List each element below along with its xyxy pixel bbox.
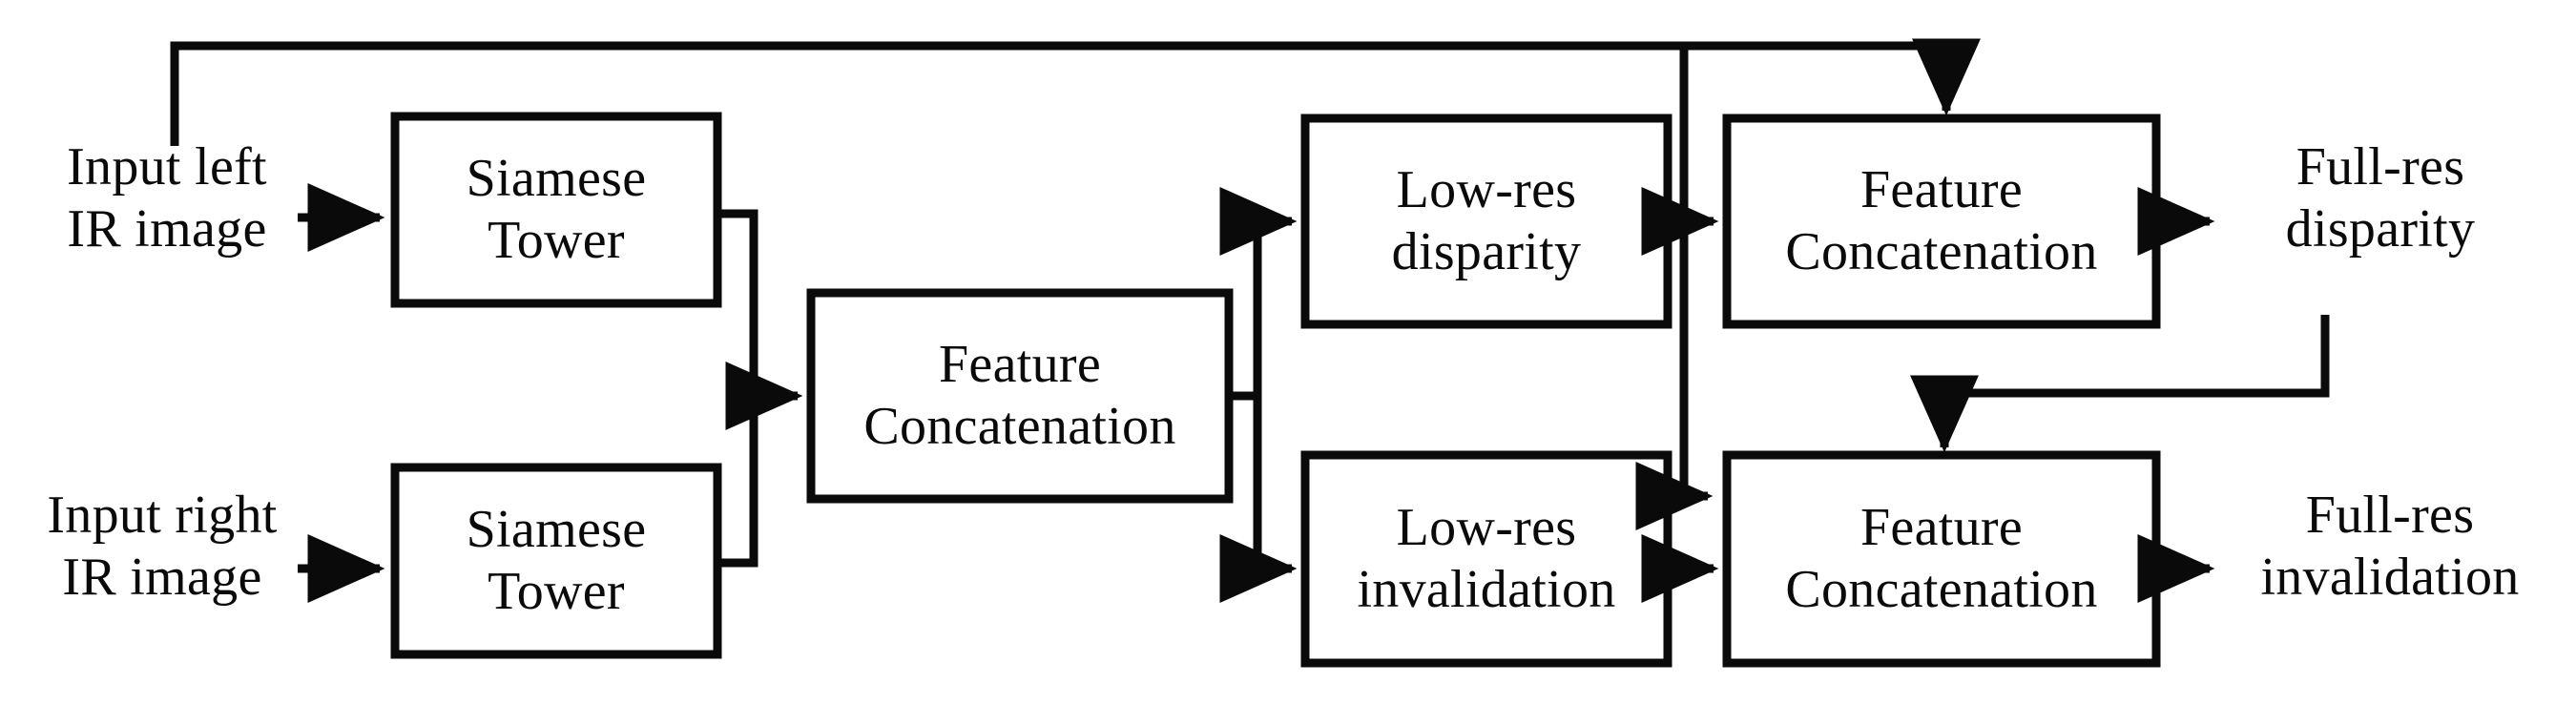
box-low-res-disparity (1300, 114, 1672, 329)
edge-skip-branch-vertical (1635, 46, 1714, 530)
edge-concat-to-low-res-invalidation (1219, 396, 1298, 603)
box-low-res-invalidation (1300, 450, 1672, 668)
edge-concat-to-low-res-disparity (1219, 187, 1298, 396)
box-feature-concatenation-top-right (1722, 114, 2161, 329)
edge-full-res-disparity-to-concat-bottom (1910, 315, 2330, 453)
box-siamese-tower-left (390, 112, 722, 308)
edge-tower-right-to-merge (717, 396, 758, 568)
edge-skip-riser (170, 41, 1946, 146)
box-siamese-tower-right (390, 463, 722, 659)
box-feature-concatenation-bottom-right (1722, 450, 2161, 668)
edge-tower-left-to-merge (717, 209, 758, 396)
box-feature-concatenation-mid (806, 288, 1234, 504)
